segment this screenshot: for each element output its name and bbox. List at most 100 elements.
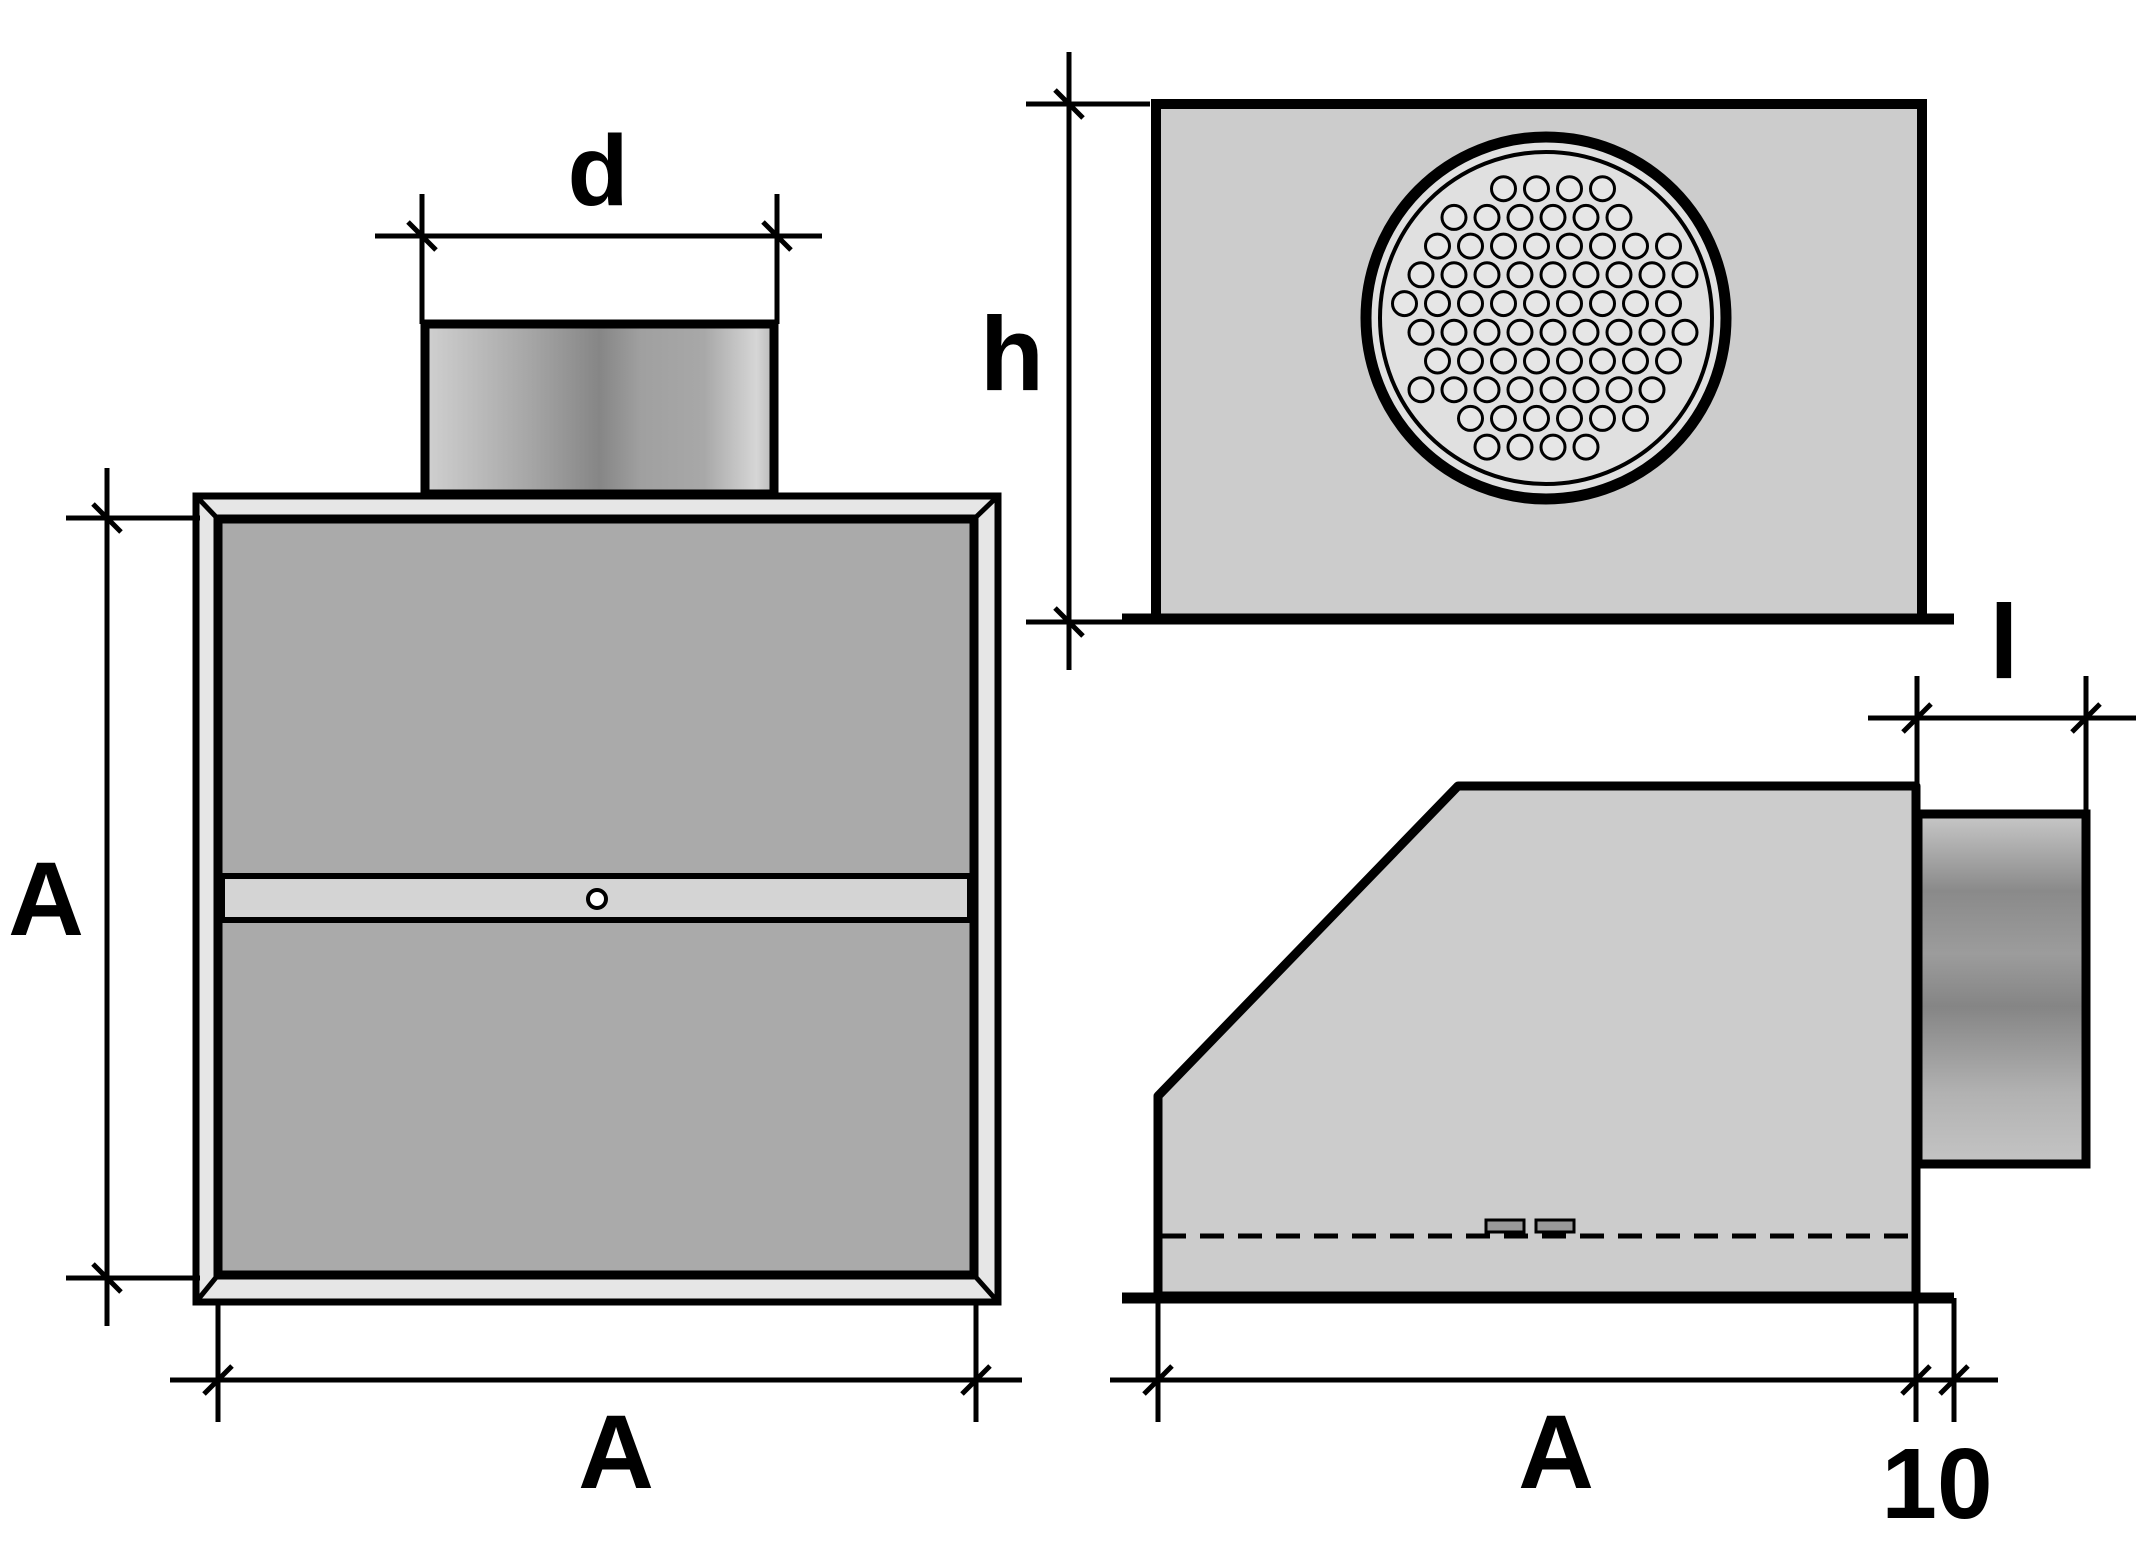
perforation-hole: [1506, 261, 1534, 289]
perforation-hole: [1655, 290, 1682, 318]
perforation-hole: [1440, 203, 1468, 231]
perforation-hole: [1556, 232, 1583, 260]
perforation-hole: [1490, 175, 1517, 203]
hidden-clip: [1534, 1218, 1576, 1234]
perforation-hole: [1424, 290, 1451, 318]
perforation-hole: [1440, 376, 1468, 404]
dimension-a-front-height: [66, 468, 200, 1326]
perforation-hole: [1539, 203, 1567, 231]
perforation-hole: [1490, 290, 1517, 318]
perforation-hole: [1407, 261, 1435, 289]
perforation-hole: [1457, 290, 1484, 318]
perforation-hole: [1605, 261, 1633, 289]
perforation-hole: [1506, 376, 1534, 404]
perforation-hole: [1506, 433, 1534, 461]
label-d: d: [567, 115, 628, 227]
perforation-hole: [1473, 261, 1501, 289]
perforation-hole: [1407, 318, 1435, 346]
perforation-hole: [1638, 318, 1666, 346]
perforation-hole: [1638, 376, 1666, 404]
perforation-hole: [1638, 261, 1666, 289]
perforation-hole: [1391, 290, 1418, 318]
perforation-hole: [1523, 290, 1550, 318]
hidden-clip: [1484, 1218, 1526, 1234]
perforation-hole: [1589, 290, 1616, 318]
latch-knob: [586, 888, 608, 910]
label-a-side-width: A: [1518, 1394, 1594, 1511]
frame-corner: [972, 1273, 1000, 1304]
perforation-hole: [1572, 318, 1600, 346]
middle-strip: [219, 873, 973, 923]
perforation-hole: [1473, 203, 1501, 231]
dimension-d: [375, 194, 822, 324]
perforated-grille: [1391, 175, 1699, 461]
perforation-hole: [1655, 232, 1682, 260]
dimension-l: [1868, 676, 2136, 812]
frame-corner: [194, 494, 220, 521]
perforation-hole: [1440, 261, 1468, 289]
top-view: [1122, 99, 1954, 625]
perforation-hole: [1523, 175, 1550, 203]
perforation-hole: [1424, 232, 1451, 260]
perforation-hole: [1473, 318, 1501, 346]
top-spigot: [420, 319, 779, 499]
perforation-hole: [1523, 232, 1550, 260]
perforation-hole: [1556, 290, 1583, 318]
perforation-hole: [1572, 261, 1600, 289]
label-a-front-width: A: [578, 1394, 654, 1511]
perforation-hole: [1539, 376, 1567, 404]
perforation-hole: [1407, 376, 1435, 404]
perforation-hole: [1440, 318, 1468, 346]
label-a-front-height: A: [8, 841, 84, 958]
dimension-a-side-width: [1110, 1298, 1998, 1422]
perforation-hole: [1506, 318, 1534, 346]
label-l: l: [1989, 584, 2018, 701]
perforation-hole: [1589, 347, 1616, 375]
perforation-hole: [1457, 347, 1484, 375]
perforation-hole: [1490, 404, 1517, 432]
perforation-hole: [1506, 203, 1534, 231]
label-ten: 10: [1881, 1428, 1992, 1540]
perforation-hole: [1490, 232, 1517, 260]
perforation-hole: [1671, 261, 1699, 289]
perforation-hole: [1622, 347, 1649, 375]
perforation-hole: [1523, 347, 1550, 375]
perforation-hole: [1539, 318, 1567, 346]
frame-corner: [194, 1273, 220, 1304]
label-h: h: [980, 296, 1044, 413]
perforation-hole: [1622, 404, 1649, 432]
dimension-h: [1026, 52, 1150, 670]
perforation-hole: [1605, 376, 1633, 404]
perforation-hole: [1622, 232, 1649, 260]
perforation-hole: [1655, 347, 1682, 375]
perforation-hole: [1490, 347, 1517, 375]
perforation-hole: [1539, 433, 1567, 461]
perforation-hole: [1589, 232, 1616, 260]
perforation-hole: [1572, 203, 1600, 231]
perforation-hole: [1457, 404, 1484, 432]
front-view: [192, 319, 1002, 1306]
perforation-hole: [1473, 376, 1501, 404]
perforation-hole: [1589, 404, 1616, 432]
perforation-hole: [1671, 318, 1699, 346]
perforation-hole: [1556, 347, 1583, 375]
perforation-hole: [1605, 203, 1633, 231]
perforation-hole: [1556, 175, 1583, 203]
inner-ring: [1378, 150, 1714, 486]
perforation-hole: [1556, 404, 1583, 432]
perforation-hole: [1589, 175, 1616, 203]
perforation-hole: [1539, 261, 1567, 289]
perforation-hole: [1572, 376, 1600, 404]
dimension-a-front-width: [170, 1302, 1022, 1422]
side-spigot: [1913, 809, 2091, 1169]
perforation-hole: [1572, 433, 1600, 461]
frame-corner: [972, 494, 1000, 521]
perforation-hole: [1457, 232, 1484, 260]
perforation-hole: [1622, 290, 1649, 318]
perforation-hole: [1523, 404, 1550, 432]
perforation-hole: [1605, 318, 1633, 346]
perforation-hole: [1424, 347, 1451, 375]
side-view: [1122, 781, 2091, 1304]
perforation-hole: [1473, 433, 1501, 461]
